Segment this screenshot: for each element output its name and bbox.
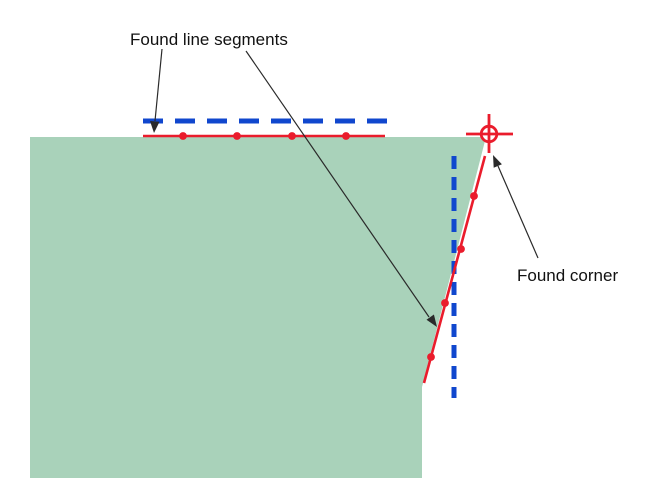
annotation-line (497, 165, 539, 259)
annotation-arrow-corner (493, 155, 539, 259)
edge-point (179, 132, 187, 140)
edge-points-top (179, 132, 350, 140)
label-found-line-segments: Found line segments (130, 30, 288, 49)
edge-point (233, 132, 241, 140)
object-region-polygon (30, 137, 486, 478)
found-corner-marker (466, 114, 513, 153)
annotation-line (154, 48, 163, 122)
arrowhead-icon (426, 314, 437, 327)
edge-point (457, 245, 465, 253)
annotation-arrow-line-segments-right (245, 50, 437, 327)
annotation-line (245, 50, 430, 318)
edge-point (342, 132, 350, 140)
annotation-arrow-line-segments-left (150, 48, 163, 133)
edge-point (441, 299, 449, 307)
edge-points-slanted (427, 192, 478, 361)
edge-point (470, 192, 478, 200)
edge-point (288, 132, 296, 140)
arrowhead-icon (493, 155, 502, 168)
label-found-corner: Found corner (517, 266, 618, 285)
edge-point (427, 353, 435, 361)
arrowhead-icon (150, 121, 160, 133)
